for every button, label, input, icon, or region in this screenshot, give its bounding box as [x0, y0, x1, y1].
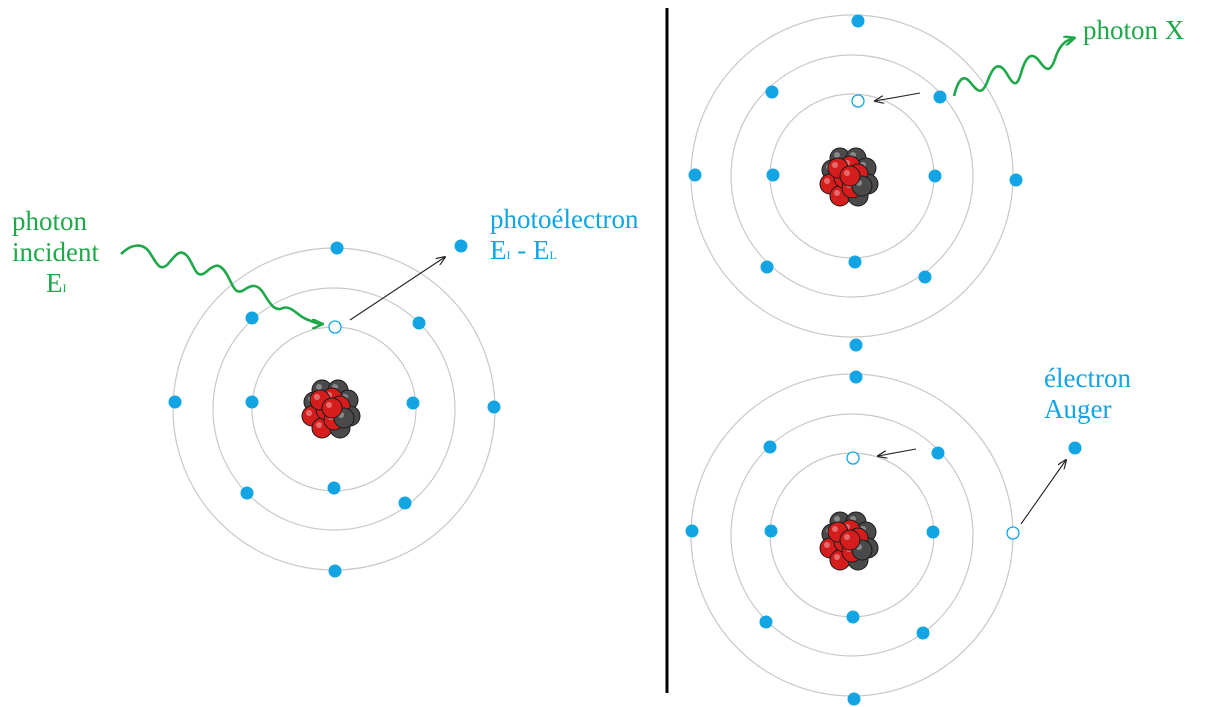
auger-electron	[1068, 441, 1082, 455]
x-photon-wave	[952, 38, 1074, 97]
nucleon	[839, 165, 861, 187]
electrons	[685, 370, 1082, 706]
electron	[766, 168, 780, 182]
electron	[327, 481, 341, 495]
transition-arrow	[875, 92, 921, 101]
photoelectron-label: photoélectron EI - EL	[490, 204, 638, 271]
auger-electron-label: électron Auger	[1044, 363, 1131, 425]
electron	[926, 525, 940, 539]
orbit-l	[212, 287, 456, 531]
nucleus	[819, 147, 879, 207]
electron	[764, 524, 778, 538]
energy-e2-subscript: L	[549, 248, 557, 262]
nucleon-highlight	[316, 384, 322, 390]
electron	[487, 400, 501, 414]
nucleon-highlight	[844, 534, 850, 540]
nucleon	[839, 529, 861, 551]
electron	[916, 626, 930, 640]
nucleon-highlight	[834, 554, 840, 560]
electron	[168, 395, 182, 409]
vacancy	[1006, 526, 1020, 540]
electron	[851, 14, 865, 28]
nucleon-highlight	[316, 422, 322, 428]
incident-photon-line1: photon	[12, 206, 88, 236]
energy-separator: -	[510, 235, 533, 265]
energy-e2: E	[533, 235, 550, 265]
nucleon-highlight	[824, 178, 830, 184]
electron	[759, 615, 773, 629]
vacancy	[851, 94, 865, 108]
electron	[406, 396, 420, 410]
nucleon-highlight	[824, 542, 830, 548]
nucleon-highlight	[326, 402, 332, 408]
electron	[330, 241, 344, 255]
incident-energy: EI	[12, 268, 99, 304]
electron	[931, 446, 945, 460]
nucleon-highlight	[834, 152, 840, 158]
electron	[847, 692, 861, 706]
energy-symbol: E	[46, 268, 63, 298]
electron	[688, 168, 702, 182]
nucleon-highlight	[306, 410, 312, 416]
left-atom	[120, 239, 501, 578]
vacancy	[846, 451, 860, 465]
electron	[928, 169, 942, 183]
transition-arrow	[878, 448, 917, 456]
energy-e1-subscript: I	[506, 248, 511, 262]
electron	[1009, 173, 1023, 187]
energy-subscript: I	[62, 281, 67, 295]
electron	[240, 486, 254, 500]
electron	[245, 395, 259, 409]
electron	[849, 338, 863, 352]
nucleon-highlight	[314, 394, 320, 400]
vacancy	[328, 320, 342, 334]
electron	[933, 90, 947, 104]
electron	[763, 440, 777, 454]
electron	[245, 311, 259, 325]
electron	[685, 524, 699, 538]
electron	[398, 496, 412, 510]
electron	[412, 316, 426, 330]
nucleon-highlight	[834, 190, 840, 196]
photon-x-label: photon X	[1083, 15, 1185, 45]
photoelectron-line1: photoélectron	[490, 204, 639, 234]
photoelectron-energy: EI - EL	[490, 235, 638, 271]
photoelectron	[454, 239, 468, 253]
nucleus	[301, 379, 361, 439]
electron	[328, 564, 342, 578]
electron	[849, 370, 863, 384]
right-top-atom	[688, 14, 1075, 352]
nucleon-highlight	[834, 516, 840, 522]
incident-photon-wave	[120, 244, 322, 324]
nucleon-highlight	[844, 170, 850, 176]
right-bottom-atom	[685, 370, 1082, 706]
electron	[918, 270, 932, 284]
nucleon-highlight	[832, 526, 838, 532]
nucleus	[819, 511, 879, 571]
ejection-arrow	[349, 257, 445, 321]
electrons	[688, 14, 1023, 352]
auger-line2: Auger	[1044, 394, 1112, 424]
incident-photon-line2: incident	[12, 237, 99, 267]
electrons	[168, 239, 501, 578]
electron	[760, 260, 774, 274]
orbit-l	[730, 54, 974, 298]
nucleon-highlight	[832, 162, 838, 168]
incident-photon-label: photon incident EI	[12, 206, 99, 304]
electron	[765, 85, 779, 99]
nucleon	[321, 397, 343, 419]
auger-ejection-arrow	[1020, 460, 1066, 525]
auger-line1: électron	[1044, 363, 1131, 393]
orbit-l	[730, 413, 974, 657]
electron	[848, 255, 862, 269]
electron	[846, 610, 860, 624]
energy-e1: E	[490, 235, 507, 265]
